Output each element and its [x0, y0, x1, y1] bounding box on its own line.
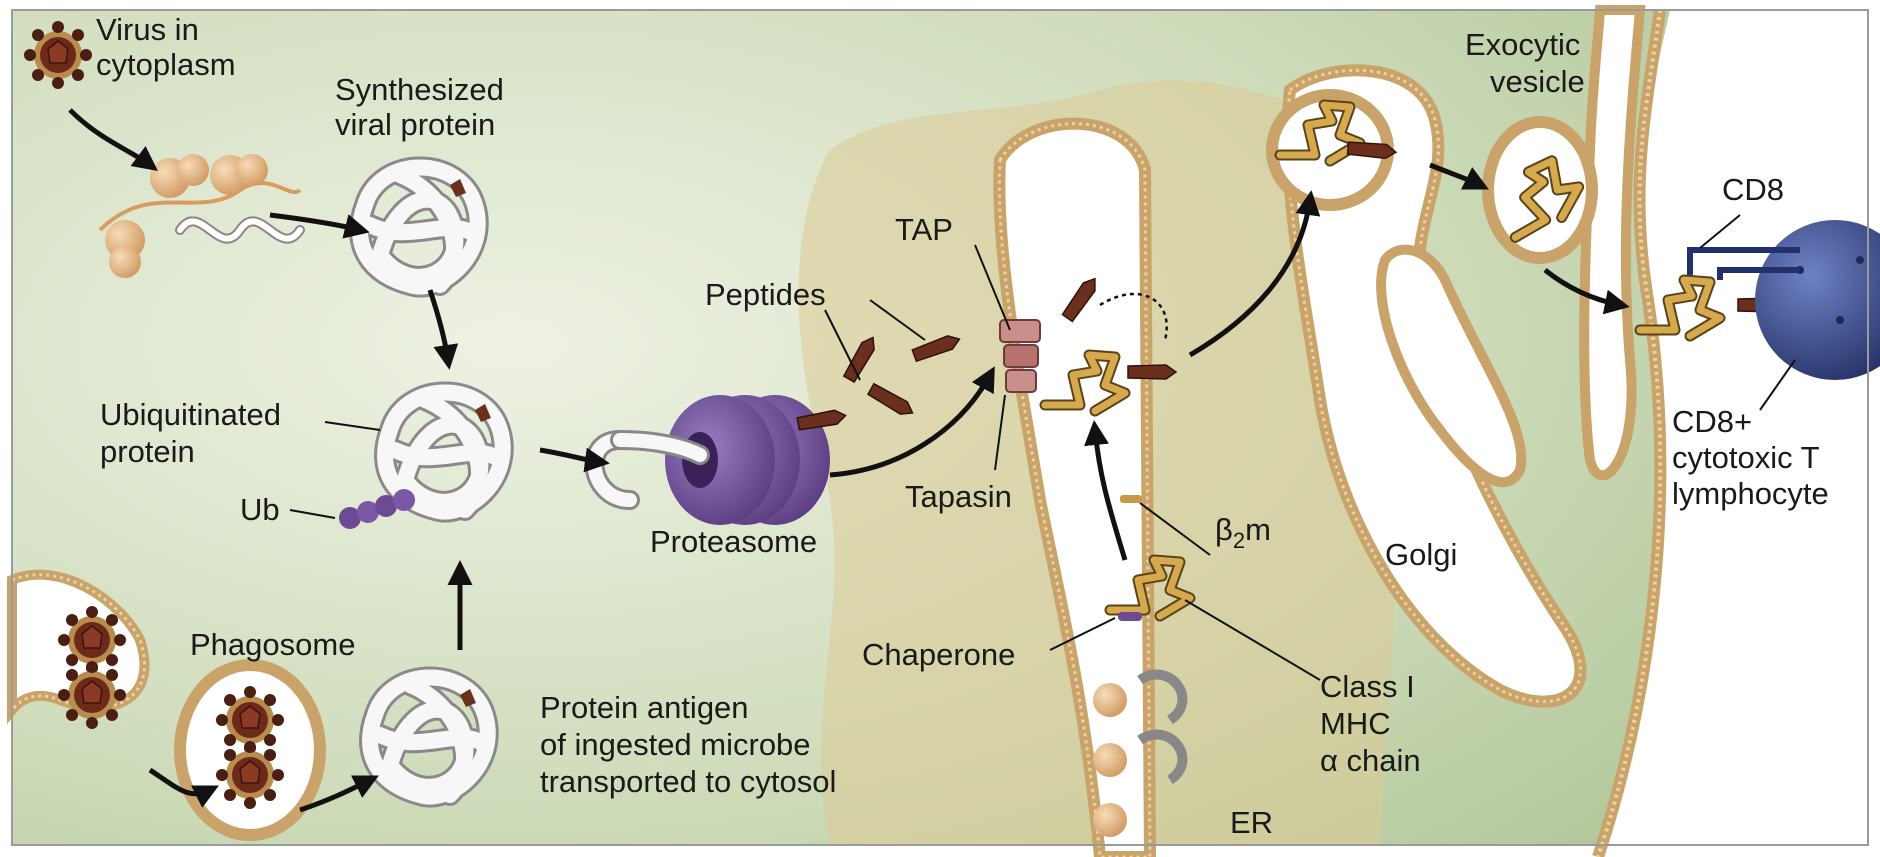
label-tapasin: Tapasin — [905, 479, 1012, 514]
label-ubiquitinated-line1: Ubiquitinated — [100, 397, 281, 432]
label-cd8: CD8 — [1722, 172, 1784, 207]
beta2-microglobulin — [1120, 495, 1142, 503]
label-mhc-line1: Class I — [1320, 669, 1415, 704]
peptide-bound — [1128, 365, 1176, 379]
label-tcell-line1: CD8+ — [1672, 404, 1752, 439]
virus-icon-ingested-2 — [58, 661, 126, 729]
label-tap: TAP — [895, 212, 953, 247]
label-ubiquitinated-line2: protein — [100, 434, 195, 469]
label-tcell-line3: lymphocyte — [1672, 476, 1829, 511]
label-phagosome: Phagosome — [190, 627, 355, 662]
label-tcell-line2: cytotoxic T — [1672, 440, 1820, 475]
virus-icon-cytoplasm — [24, 21, 92, 89]
label-virus-line2: cytoplasm — [96, 47, 236, 82]
label-exocytic-line1: Exocytic — [1465, 27, 1580, 62]
label-chaperone: Chaperone — [862, 637, 1015, 672]
label-peptides: Peptides — [705, 277, 826, 312]
label-antigen-line2: of ingested microbe — [540, 727, 811, 762]
label-proteasome: Proteasome — [650, 524, 817, 559]
label-exocytic-line2: vesicle — [1490, 64, 1585, 99]
label-er: ER — [1230, 805, 1273, 840]
label-mhc-line3: α chain — [1320, 743, 1421, 778]
virus-icon-phagosome-2 — [216, 741, 284, 809]
label-golgi: Golgi — [1385, 537, 1457, 572]
label-synthesized-line2: viral protein — [335, 107, 495, 142]
antigen-protein-coil — [370, 678, 488, 797]
chaperone-molecule — [1118, 612, 1142, 621]
label-mhc-line2: MHC — [1320, 706, 1391, 741]
label-antigen-line3: transported to cytosol — [540, 764, 836, 799]
label-ub: Ub — [240, 492, 280, 527]
label-virus-line1: Virus in — [96, 12, 199, 47]
label-antigen-line1: Protein antigen — [540, 690, 749, 725]
tap-transporter — [1000, 320, 1040, 392]
synthesized-protein-coil — [360, 168, 478, 287]
label-synthesized-line1: Synthesized — [335, 72, 504, 107]
